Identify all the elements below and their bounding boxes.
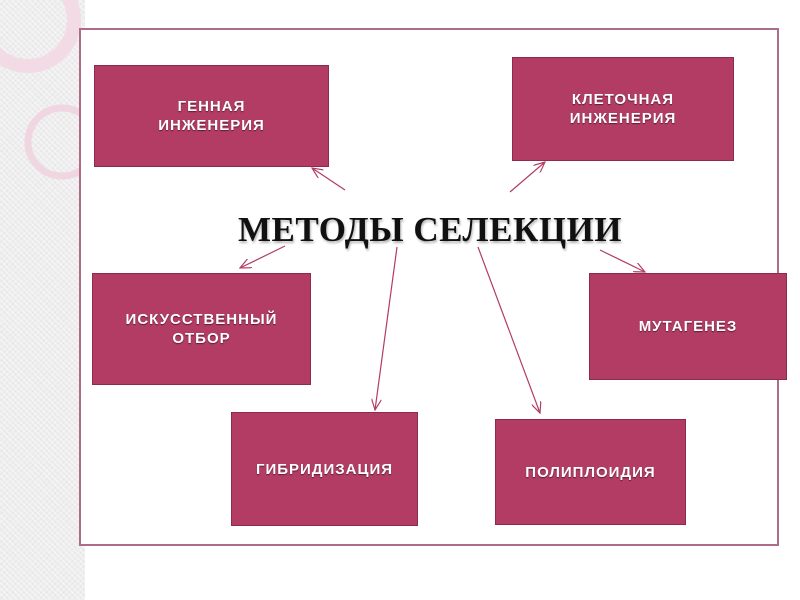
node-cell-engineering-label: КЛЕТОЧНАЯ ИНЖЕНЕРИЯ (569, 91, 677, 127)
node-polyploidy: ПОЛИПЛОИДИЯ (495, 419, 686, 525)
arrow-to-mutagenesis (599, 249, 645, 272)
node-artificial-selection: ИСКУССТВЕННЫЙ ОТБОР (92, 273, 311, 385)
node-polyploidy-label: ПОЛИПЛОИДИЯ (525, 463, 656, 481)
diagram-title: МЕТОДЫ СЕЛЕКЦИИ (237, 210, 623, 249)
side-texture-panel (0, 0, 85, 600)
arrow-to-gene-engineering (312, 168, 346, 191)
node-gene-engineering: ГЕННАЯ ИНЖЕНЕРИЯ (94, 65, 329, 167)
node-cell-engineering: КЛЕТОЧНАЯ ИНЖЕНЕРИЯ (512, 57, 734, 161)
node-mutagenesis-label: МУТАГЕНЕЗ (638, 318, 738, 335)
arrow-to-cell-engineering (509, 162, 545, 193)
arrow-to-polyploidy (477, 246, 540, 413)
arrow-to-artificial-selection (240, 245, 286, 268)
node-artificial-selection-label: ИСКУССТВЕННЫЙ ОТБОР (125, 311, 278, 347)
node-hybridization-label: ГИБРИДИЗАЦИЯ (255, 460, 394, 478)
node-hybridization: ГИБРИДИЗАЦИЯ (231, 412, 418, 526)
node-mutagenesis: МУТАГЕНЕЗ (589, 273, 787, 380)
node-gene-engineering-label: ГЕННАЯ ИНЖЕНЕРИЯ (158, 98, 265, 134)
arrow-to-hybridization (375, 246, 398, 410)
